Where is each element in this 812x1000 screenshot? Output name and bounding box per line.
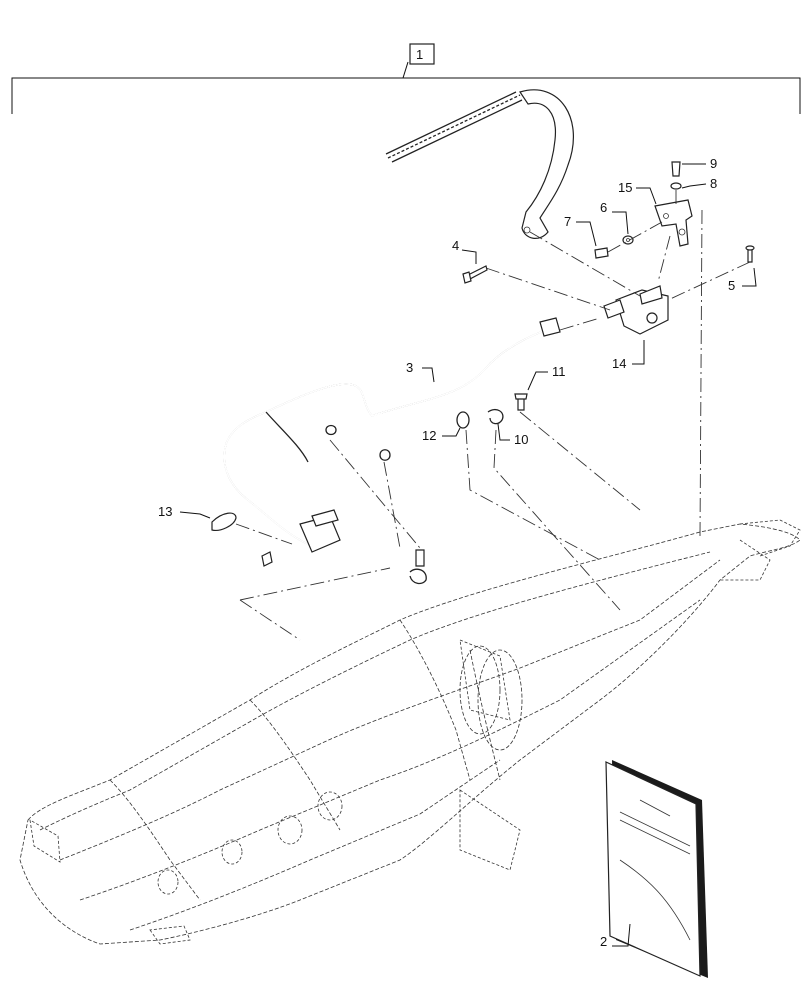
callout-labels: 2 3 4 5 6 7 8 9 10 11 12 13 14 15 [158,156,757,949]
callout-12[interactable]: 12 [422,428,436,443]
callout-4[interactable]: 4 [452,238,459,253]
callout-13[interactable]: 13 [158,504,172,519]
callout-11[interactable]: 11 [552,364,566,379]
callout-15[interactable]: 15 [618,180,632,195]
manual-book [605,760,708,978]
callout-9[interactable]: 9 [710,156,717,171]
callout-14[interactable]: 14 [612,356,626,371]
callout-2[interactable]: 2 [600,934,607,949]
hardware-group [211,161,755,585]
callout-6[interactable]: 6 [600,200,607,215]
callout-5[interactable]: 5 [728,278,735,293]
wiring-harness [223,317,561,553]
assembly-lines [235,190,751,641]
frame-assembly [19,519,801,945]
chain-and-handle [385,89,574,239]
callout-10[interactable]: 10 [514,432,528,447]
callout-1[interactable]: 1 [416,47,423,62]
callout-3[interactable]: 3 [406,360,413,375]
callout-8[interactable]: 8 [710,176,717,191]
callout-7[interactable]: 7 [564,214,571,229]
assembly-bracket: 1 [11,43,801,114]
